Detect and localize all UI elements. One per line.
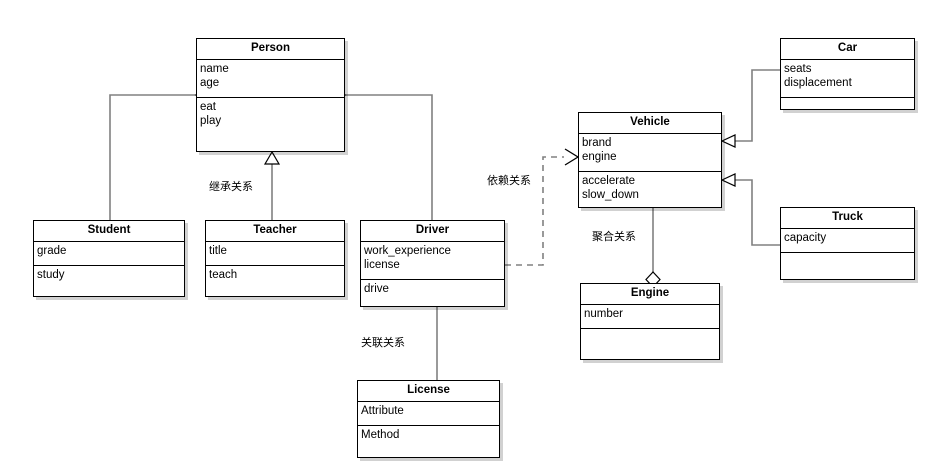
class-operations-car	[781, 97, 914, 109]
class-box-person[interactable]: Person name age eat play	[196, 38, 345, 152]
class-title-vehicle: Vehicle	[579, 113, 721, 134]
edge-label-aggregation: 聚合关系	[592, 231, 636, 243]
class-operations-engine	[581, 328, 719, 359]
edge-teacher-person[interactable]	[263, 150, 281, 220]
class-title-driver: Driver	[361, 221, 504, 242]
class-title-license: License	[358, 381, 499, 402]
hollow-triangle-marker	[720, 134, 736, 148]
open-arrow-marker	[564, 148, 580, 166]
class-box-truck[interactable]: Truck capacity	[780, 207, 915, 280]
class-title-car: Car	[781, 39, 914, 60]
attribute-item: work_experience	[364, 244, 451, 257]
attribute-item: capacity	[784, 231, 827, 244]
operation-item: study	[37, 268, 65, 281]
class-attributes-license: Attribute	[358, 401, 499, 426]
attribute-item: age	[200, 76, 220, 89]
attribute-item: brand	[582, 136, 612, 149]
class-box-engine[interactable]: Engine number	[580, 283, 720, 360]
class-attributes-truck: capacity	[781, 228, 914, 253]
edge-driver-person[interactable]	[331, 88, 433, 220]
attribute-item: grade	[37, 244, 67, 257]
operation-item: slow_down	[582, 188, 639, 201]
class-operations-student: study	[34, 265, 184, 296]
class-title-engine: Engine	[581, 284, 719, 305]
class-box-driver[interactable]: Driver work_experience license drive	[360, 220, 505, 307]
edge-driver-vehicle[interactable]	[505, 148, 580, 266]
class-title-teacher: Teacher	[206, 221, 344, 242]
edge-label-dependency: 依赖关系	[487, 175, 531, 187]
operation-item: Method	[361, 428, 400, 441]
class-attributes-driver: work_experience license	[361, 241, 504, 280]
class-operations-driver: drive	[361, 279, 504, 306]
class-attributes-car: seats displacement	[781, 59, 914, 98]
class-operations-license: Method	[358, 425, 499, 457]
class-title-truck: Truck	[781, 208, 914, 229]
operation-item: drive	[364, 282, 389, 295]
attribute-item: displacement	[784, 76, 852, 89]
class-attributes-person: name age	[197, 59, 344, 98]
class-operations-teacher: teach	[206, 265, 344, 296]
edge-car-vehicle[interactable]	[720, 69, 780, 148]
attribute-item: name	[200, 62, 229, 75]
operation-item: eat	[200, 100, 216, 113]
operation-item: play	[200, 114, 222, 127]
class-box-car[interactable]: Car seats displacement	[780, 38, 915, 110]
class-attributes-student: grade	[34, 241, 184, 266]
class-title-person: Person	[197, 39, 344, 60]
edge-label-association: 关联关系	[361, 337, 405, 349]
class-operations-vehicle: accelerate slow_down	[579, 171, 721, 207]
hollow-triangle-marker	[263, 150, 281, 165]
hollow-triangle-marker	[720, 173, 736, 187]
class-operations-truck	[781, 252, 914, 279]
edge-student-person[interactable]	[109, 88, 210, 220]
class-box-teacher[interactable]: Teacher title teach	[205, 220, 345, 297]
class-box-student[interactable]: Student grade study	[33, 220, 185, 297]
class-box-vehicle[interactable]: Vehicle brand engine accelerate slow_dow…	[578, 112, 722, 208]
edge-vehicle-engine[interactable]	[645, 208, 661, 288]
class-box-license[interactable]: License Attribute Method	[357, 380, 500, 458]
class-title-student: Student	[34, 221, 184, 242]
operation-item: accelerate	[582, 174, 636, 187]
class-operations-person: eat play	[197, 97, 344, 151]
operation-item: teach	[209, 268, 238, 281]
attribute-item: title	[209, 244, 227, 257]
attribute-item: number	[584, 307, 623, 320]
class-attributes-engine: number	[581, 304, 719, 329]
class-attributes-vehicle: brand engine	[579, 133, 721, 172]
edge-truck-vehicle[interactable]	[720, 173, 780, 246]
attribute-item: license	[364, 258, 400, 271]
edge-label-inheritance: 继承关系	[209, 181, 253, 193]
attribute-item: seats	[784, 62, 812, 75]
class-attributes-teacher: title	[206, 241, 344, 266]
attribute-item: Attribute	[361, 404, 404, 417]
attribute-item: engine	[582, 150, 617, 163]
